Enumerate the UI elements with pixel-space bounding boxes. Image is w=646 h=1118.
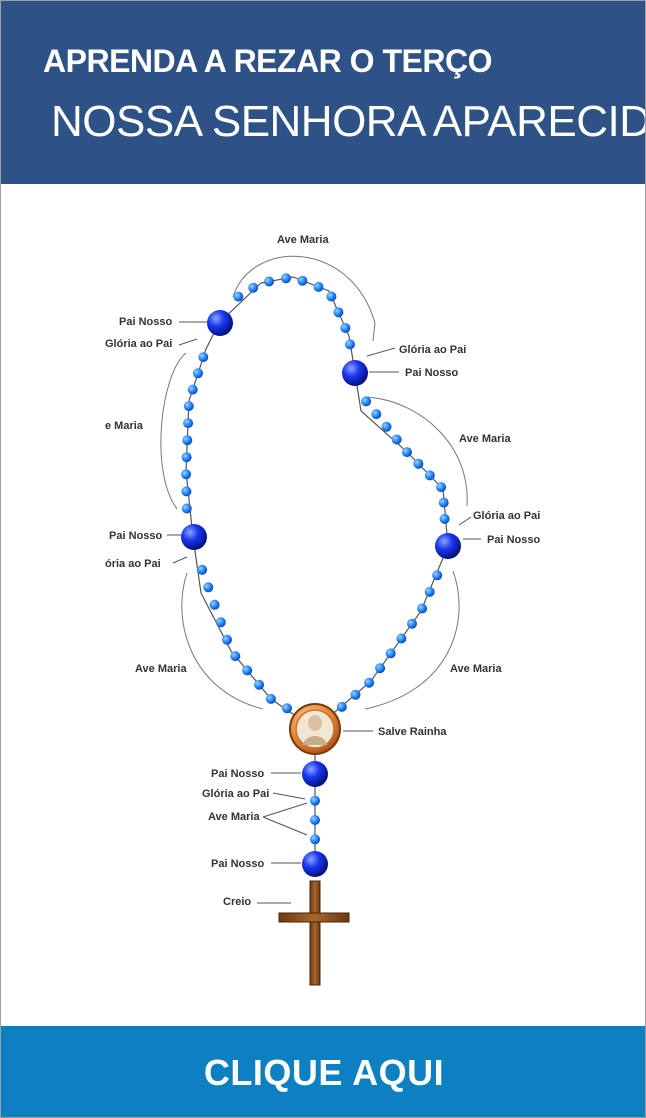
- small-bead: [326, 291, 337, 302]
- small-bead: [181, 486, 192, 497]
- click-here-button[interactable]: CLIQUE AQUI: [1, 1026, 645, 1117]
- label-gloria: Glória ao Pai: [105, 338, 172, 350]
- small-bead: [340, 323, 351, 333]
- large-bead: [302, 851, 328, 877]
- small-bead: [407, 618, 417, 629]
- label-gloria: ória ao Pai: [105, 558, 161, 570]
- label-ave-maria: Ave Maria: [459, 433, 511, 445]
- small-bead: [193, 368, 203, 379]
- small-bead: [432, 570, 443, 581]
- small-bead: [310, 815, 320, 825]
- click-here-label: CLIQUE AQUI: [203, 1051, 445, 1093]
- small-bead: [336, 701, 347, 712]
- label-gloria: Glória ao Pai: [399, 344, 466, 356]
- page-title: APRENDA A REZAR O TERÇO: [43, 43, 492, 79]
- header-banner: APRENDA A REZAR O TERÇO NOSSA SENHORA AP…: [1, 1, 646, 184]
- rosary-diagram: Ave Maria Pai Nosso Glória ao Pai e Mari…: [1, 184, 645, 1026]
- small-bead: [391, 434, 402, 445]
- label-pai-nosso: Pai Nosso: [119, 316, 172, 328]
- small-bead: [265, 693, 276, 704]
- small-bead: [439, 513, 450, 524]
- small-bead: [233, 291, 244, 302]
- rosary-chain: [185, 276, 449, 863]
- pointer-lines: [167, 321, 481, 904]
- small-bead: [203, 582, 214, 593]
- small-bead: [413, 458, 424, 469]
- small-bead: [417, 603, 428, 614]
- small-bead: [183, 401, 194, 412]
- small-bead: [350, 689, 361, 700]
- small-bead: [402, 447, 412, 458]
- large-bead: [181, 524, 207, 550]
- small-bead: [183, 418, 194, 429]
- small-bead: [436, 482, 447, 493]
- small-bead: [281, 273, 291, 284]
- small-bead: [242, 665, 253, 676]
- small-bead: [371, 409, 382, 420]
- small-bead: [197, 564, 208, 575]
- small-bead: [364, 677, 375, 688]
- label-pai-nosso: Pai Nosso: [109, 530, 162, 542]
- large-bead: [302, 761, 328, 787]
- label-ave-maria: Ave Maria: [277, 234, 329, 246]
- small-bead: [282, 703, 292, 714]
- label-ave-maria: Ave Maria: [135, 663, 187, 675]
- small-bead: [187, 384, 198, 395]
- small-bead: [381, 421, 392, 432]
- bracket-lines: [160, 255, 468, 710]
- label-ave-maria: Ave Maria: [208, 811, 260, 823]
- small-bead: [396, 633, 407, 644]
- small-bead: [182, 435, 193, 446]
- large-beads: [181, 310, 461, 877]
- page-subtitle: NOSSA SENHORA APARECIDA: [51, 97, 646, 146]
- label-pai-nosso: Pai Nosso: [211, 858, 264, 870]
- large-bead: [207, 310, 233, 336]
- small-bead: [181, 503, 192, 514]
- label-ave-maria: e Maria: [105, 420, 144, 432]
- small-bead: [361, 396, 372, 407]
- small-bead: [333, 307, 344, 318]
- large-bead: [435, 533, 461, 559]
- small-bead: [254, 679, 265, 690]
- small-bead: [198, 352, 209, 363]
- label-pai-nosso: Pai Nosso: [487, 534, 540, 546]
- large-bead: [342, 360, 368, 386]
- small-bead: [209, 599, 220, 610]
- small-beads: [181, 273, 450, 845]
- small-bead: [181, 452, 192, 463]
- small-bead: [385, 648, 396, 659]
- small-bead: [264, 276, 274, 287]
- medal-icon: [289, 703, 341, 755]
- small-bead: [297, 275, 308, 286]
- label-pai-nosso: Pai Nosso: [405, 367, 458, 379]
- small-bead: [424, 586, 435, 597]
- small-bead: [310, 795, 320, 806]
- small-bead: [181, 469, 192, 480]
- label-ave-maria: Ave Maria: [450, 663, 502, 675]
- small-bead: [230, 651, 241, 662]
- small-bead: [438, 497, 449, 508]
- small-bead: [375, 663, 386, 674]
- small-bead: [345, 339, 355, 350]
- small-bead: [313, 281, 324, 292]
- cross-icon: [278, 880, 350, 986]
- small-bead: [310, 834, 320, 845]
- label-creio: Creio: [223, 896, 251, 908]
- small-bead: [424, 470, 435, 481]
- label-gloria: Glória ao Pai: [473, 510, 540, 522]
- label-pai-nosso: Pai Nosso: [211, 768, 264, 780]
- small-bead: [248, 282, 259, 293]
- small-bead: [222, 634, 232, 645]
- label-salve-rainha: Salve Rainha: [378, 726, 447, 738]
- small-bead: [215, 617, 226, 628]
- label-gloria: Glória ao Pai: [202, 788, 269, 800]
- diagram-labels: Ave Maria Pai Nosso Glória ao Pai e Mari…: [105, 234, 540, 908]
